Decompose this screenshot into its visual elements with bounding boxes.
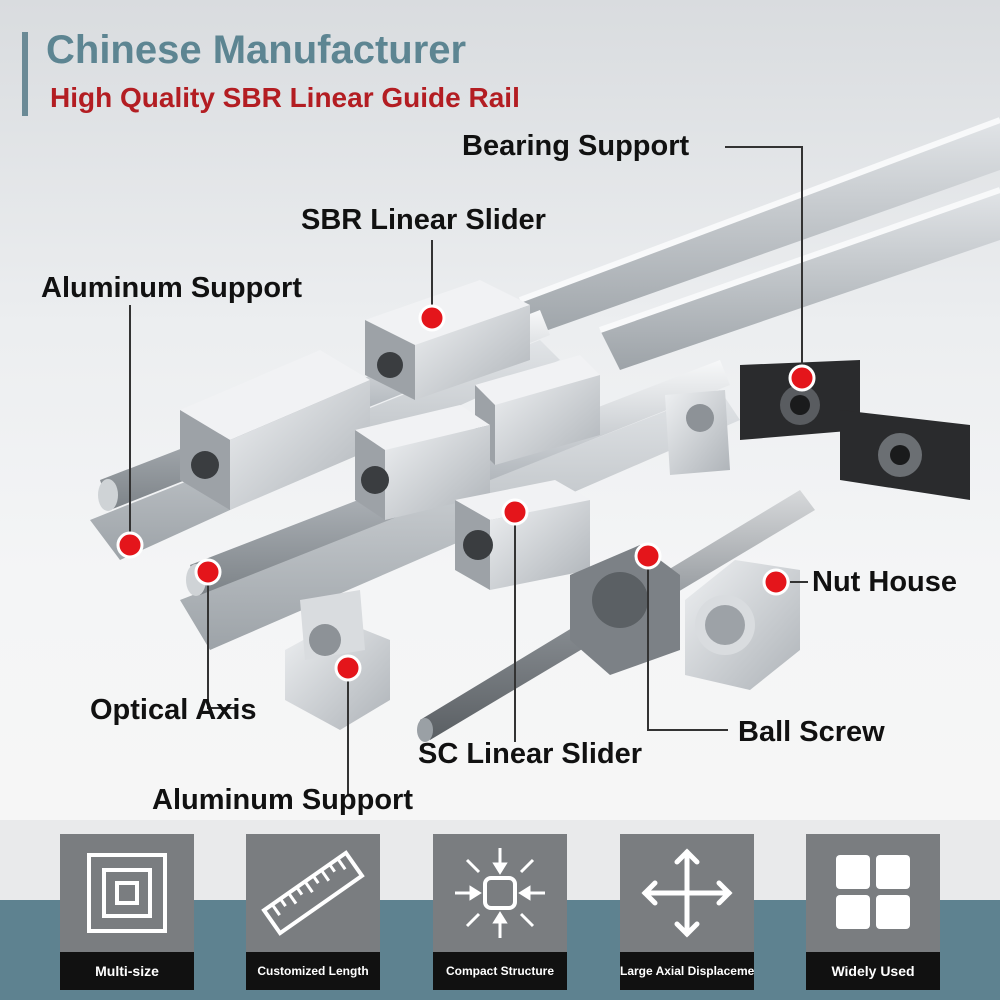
feature-label: Widely Used xyxy=(806,952,940,990)
nested-squares-icon xyxy=(60,834,194,952)
ball-screw xyxy=(417,490,815,742)
feature-label: Compact Structure xyxy=(433,952,567,990)
marker-ball-screw xyxy=(634,542,662,570)
marker-optical-axis xyxy=(194,558,222,586)
label-aluminum-support-top: Aluminum Support xyxy=(41,272,302,304)
sbr-slider-1 xyxy=(180,350,370,510)
label-optical-axis: Optical Axis xyxy=(90,694,257,726)
feature-band: Multi-size Cust xyxy=(0,820,1000,1000)
feature-widely-used: Widely Used xyxy=(806,834,940,990)
label-ball-screw: Ball Screw xyxy=(738,716,885,748)
sc-slider xyxy=(455,480,590,590)
marker-sbr-linear-slider xyxy=(418,304,446,332)
product-illustration xyxy=(90,117,1000,795)
aluminum-support-shaft-bottom xyxy=(285,590,390,730)
bearing-support-1 xyxy=(740,360,860,440)
grid-four-icon xyxy=(806,834,940,952)
feature-customized-length: Customized Length xyxy=(246,834,380,990)
label-sc-linear-slider: SC Linear Slider xyxy=(418,738,643,770)
aluminum-support-shaft-top xyxy=(665,390,730,475)
background-rails xyxy=(518,117,1000,370)
feature-label: Large Axial Displacement xyxy=(620,952,754,990)
compact-arrows-icon xyxy=(433,834,567,952)
feature-multi-size: Multi-size xyxy=(60,834,194,990)
marker-aluminum-support-top xyxy=(116,531,144,559)
page-title: Chinese Manufacturer xyxy=(46,28,467,72)
marker-nut-house xyxy=(762,568,790,596)
marker-sc-linear-slider xyxy=(501,498,529,526)
label-aluminum-support-bottom: Aluminum Support xyxy=(152,784,413,816)
bearing-support-2 xyxy=(840,410,970,500)
marker-bearing-support xyxy=(788,364,816,392)
marker-aluminum-support-bottom xyxy=(334,654,362,682)
feature-compact-structure: Compact Structure xyxy=(433,834,567,990)
label-bearing-support: Bearing Support xyxy=(462,130,690,162)
label-sbr-linear-slider: SBR Linear Slider xyxy=(301,204,546,236)
page-subtitle: High Quality SBR Linear Guide Rail xyxy=(50,82,520,113)
title-accent-bar xyxy=(22,32,28,116)
four-way-arrow-icon xyxy=(620,834,754,952)
sbr-slider-2 xyxy=(365,280,530,400)
marker-dots xyxy=(116,304,816,682)
feature-label: Customized Length xyxy=(246,952,380,990)
ruler-icon xyxy=(246,834,380,952)
sbr-slider-4 xyxy=(355,405,490,520)
label-nut-house: Nut House xyxy=(812,566,957,598)
feature-large-axial-displacement: Large Axial Displacement xyxy=(620,834,754,990)
feature-label: Multi-size xyxy=(60,952,194,990)
